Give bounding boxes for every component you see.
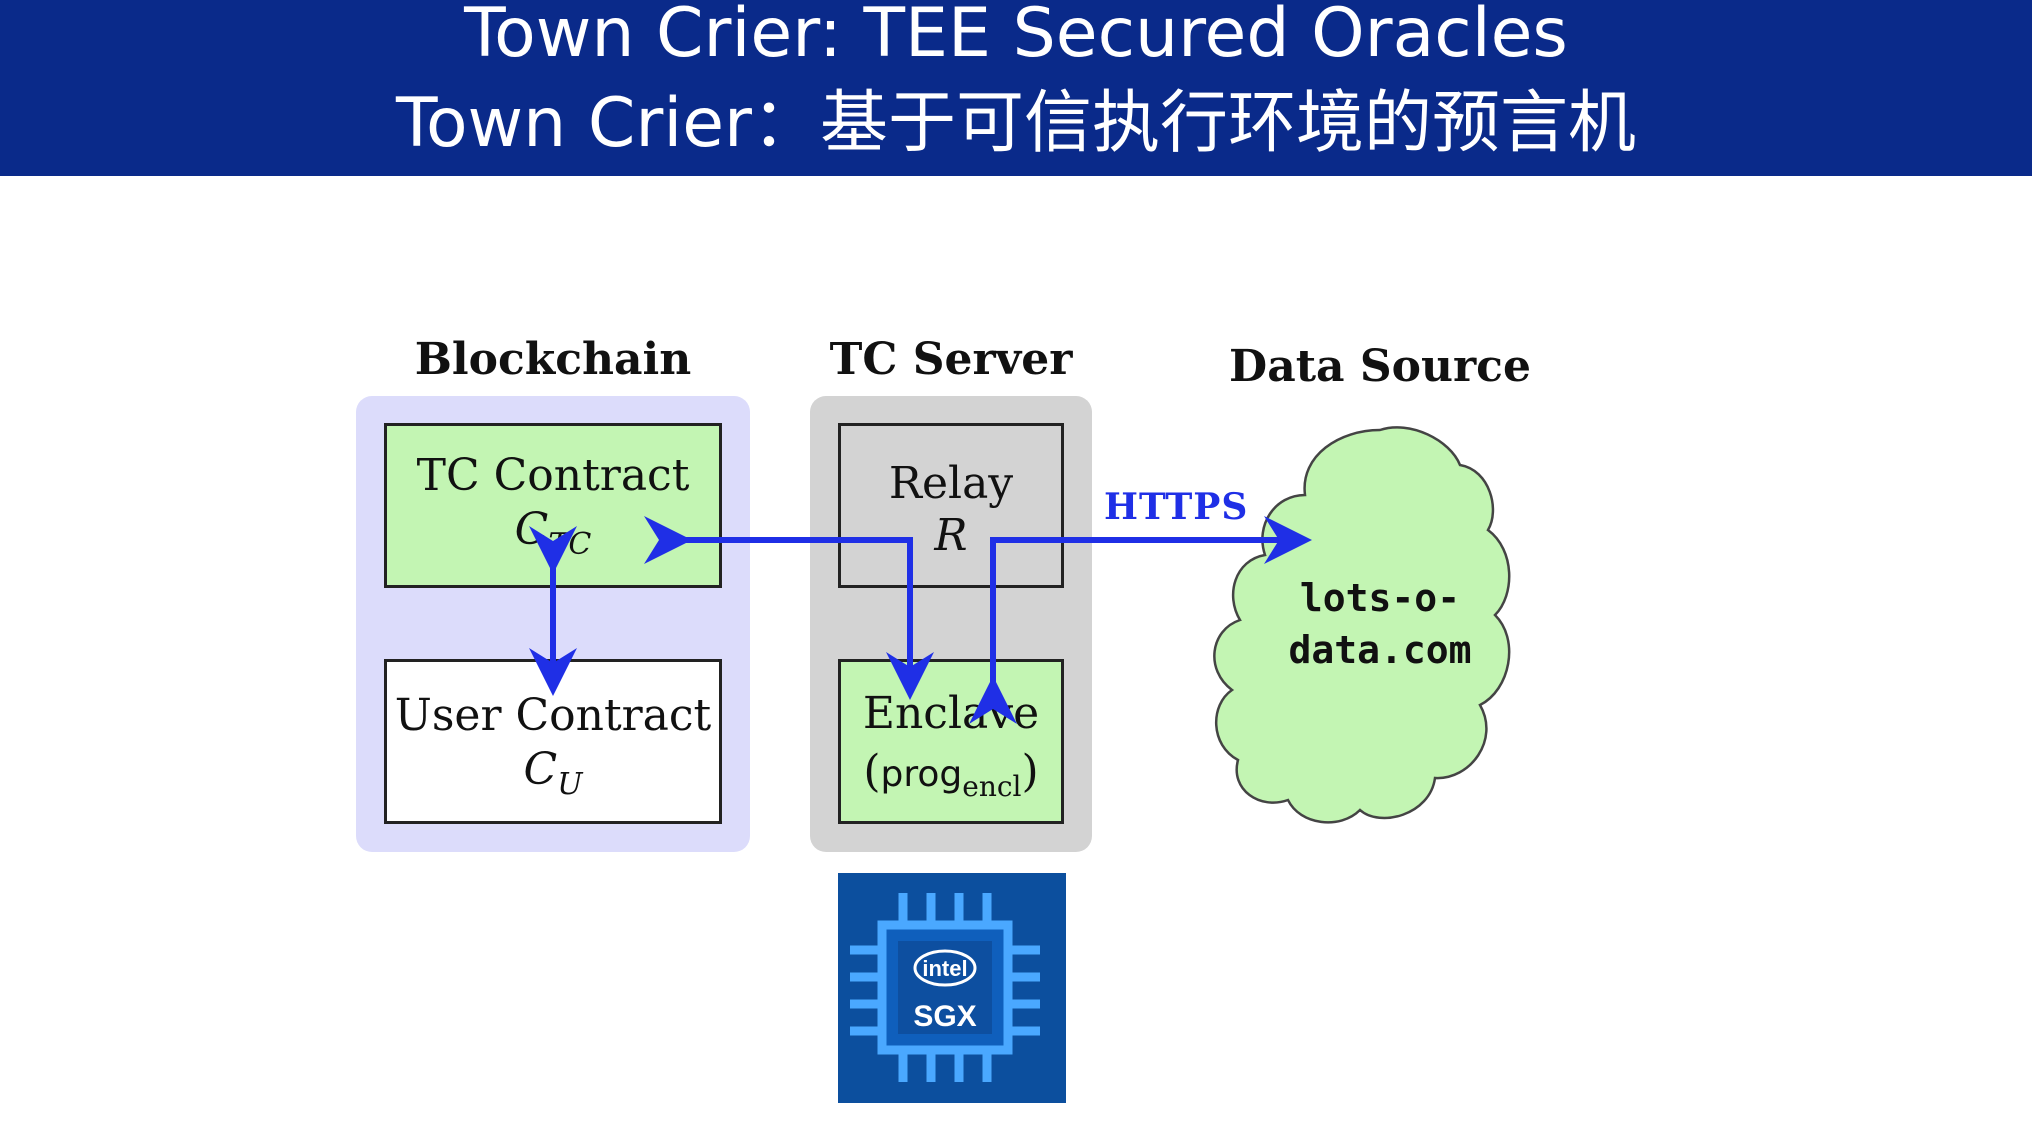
tc-contract-name: TC Contract [416,450,690,501]
slide-title: Town Crier: TEE Secured Oracles [464,0,1568,73]
https-arrow [969,516,1312,724]
intel-sgx-chip-icon [838,873,1066,1103]
data-source-label: Data Source [1229,341,1531,392]
data-source-cloud [1213,426,1511,824]
user-contract-symbol: CU [523,744,583,802]
relay-name: Relay [888,458,1014,509]
title-bar: Town Crier: TEE Secured Oracles Town Cri… [0,0,2032,176]
blockchain-label: Blockchain [414,334,692,385]
data-source-host-line2: data.com [1288,628,1472,672]
sgx-logo-text: SGX [913,1000,976,1033]
intel-logo-text: intel [922,956,967,981]
https-label: HTTPS [1104,486,1249,528]
enclave-program: (progencl) [863,746,1039,803]
slide-subtitle: Town Crier：基于可信执行环境的预言机 [395,84,1637,163]
enclave-contract-arrow [644,516,934,700]
relay-symbol: R [934,510,968,561]
data-source-host-line1: lots-o- [1299,576,1461,620]
tc-server-label: TC Server [829,334,1073,385]
